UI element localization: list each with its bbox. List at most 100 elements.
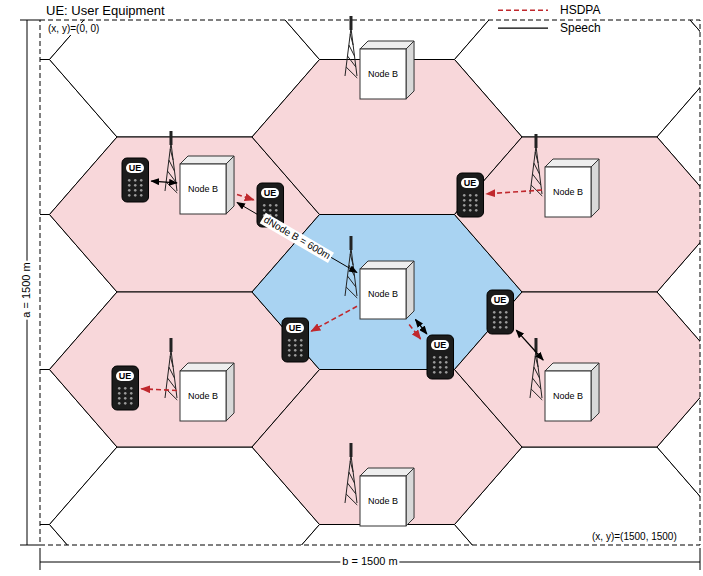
cabinet-side [591, 159, 599, 217]
dimension-label: b = 1500 m [340, 555, 399, 568]
keypad-key [288, 354, 291, 357]
cabinet-side [406, 468, 414, 526]
hsdpa-link [409, 324, 420, 338]
dimension-b [40, 548, 700, 570]
keypad-key [439, 361, 442, 364]
keypad-key [499, 321, 502, 324]
keypad-key [130, 387, 133, 390]
hsdpa-link [141, 389, 177, 391]
dimension-label: a = 1500 m [20, 260, 33, 319]
hex-grid [40, 20, 700, 545]
cabinet-top [360, 468, 414, 476]
station-label: Node B [553, 187, 583, 197]
station-label: Node B [368, 496, 398, 506]
hex-cell [455, 137, 701, 292]
keypad-key [288, 344, 291, 347]
keypad-key [269, 204, 272, 207]
hsdpa-link [237, 195, 254, 200]
legend-samples [498, 10, 548, 28]
cabinet-side [406, 41, 414, 99]
station-label: Node B [188, 391, 218, 401]
keypad-key [263, 204, 266, 207]
area-border [40, 20, 700, 545]
speech-link [151, 181, 177, 183]
keypad-key [118, 392, 121, 395]
dimension-a [20, 20, 40, 545]
keypad-key [469, 209, 472, 212]
keypad-key [499, 311, 502, 314]
keypad-key [288, 349, 291, 352]
cabinet-front [360, 476, 406, 526]
keypad-key [433, 366, 436, 369]
station-label: Node B [368, 69, 398, 79]
antenna-tower [530, 134, 542, 196]
ue-label: UE [261, 188, 280, 198]
keypad-key [505, 326, 508, 329]
keypad-key [128, 189, 131, 192]
node-b-station: Node B [180, 156, 234, 214]
cabinet-top [360, 261, 414, 269]
keypad-key [493, 311, 496, 314]
keypad-key [275, 209, 278, 212]
keypad-key [463, 194, 466, 197]
keypad-key [294, 349, 297, 352]
keypad-key [439, 371, 442, 374]
station-label: Node B [188, 184, 218, 194]
keypad-key [463, 199, 466, 202]
keypad-key [130, 397, 133, 400]
keypad-key [294, 344, 297, 347]
station-label: Node B [553, 391, 583, 401]
hsdpa-link [311, 306, 357, 331]
coordinate-label: (x, y)=(0, 0) [46, 23, 101, 35]
keypad-key [294, 339, 297, 342]
user-equipment: UE [487, 290, 514, 334]
keypad-key [140, 179, 143, 182]
node-b-station: Node B [360, 468, 414, 526]
ue-label: UE [491, 295, 510, 305]
keypad-key [445, 361, 448, 364]
keypad-key [463, 209, 466, 212]
keypad-key [118, 402, 121, 405]
keypad-key [128, 179, 131, 182]
cabinet-top [545, 363, 599, 371]
node-b-station: Node B [545, 159, 599, 217]
keypad-key [134, 194, 137, 197]
keypad-key [445, 366, 448, 369]
cabinet-front [360, 269, 406, 319]
antenna-tower [165, 131, 177, 193]
cabinet-front [180, 164, 226, 214]
keypad-key [493, 321, 496, 324]
keypad-key [493, 326, 496, 329]
cabinet-side [226, 156, 234, 214]
node-b-station: Node B [545, 363, 599, 421]
keypad-key [140, 194, 143, 197]
keypad-key [439, 366, 442, 369]
node-b-station: Node B [360, 261, 414, 319]
speech-link [415, 320, 426, 334]
keypad-key [275, 204, 278, 207]
cabinet-top [360, 41, 414, 49]
user-equipment: UE [112, 366, 139, 410]
hex-cell [657, 20, 700, 60]
keypad-key [475, 204, 478, 207]
abbreviation-note: UE: User Equipment [44, 3, 167, 19]
keypad-key [475, 199, 478, 202]
keypad-key [124, 392, 127, 395]
antenna-tower [345, 16, 357, 78]
ue-label: UE [461, 178, 480, 188]
keypad-key [124, 397, 127, 400]
user-equipment: UE [427, 335, 454, 379]
cabinet-front [545, 167, 591, 217]
keypad-key [134, 184, 137, 187]
keypad-key [475, 209, 478, 212]
phone-body [457, 173, 484, 217]
keypad-key [288, 339, 291, 342]
legend-text: HSDPA [558, 3, 602, 17]
user-equipment: UE [282, 318, 309, 362]
station-label: Node B [368, 289, 398, 299]
keypad-key [128, 184, 131, 187]
keypad-key [433, 371, 436, 374]
legend-sample [498, 9, 548, 11]
